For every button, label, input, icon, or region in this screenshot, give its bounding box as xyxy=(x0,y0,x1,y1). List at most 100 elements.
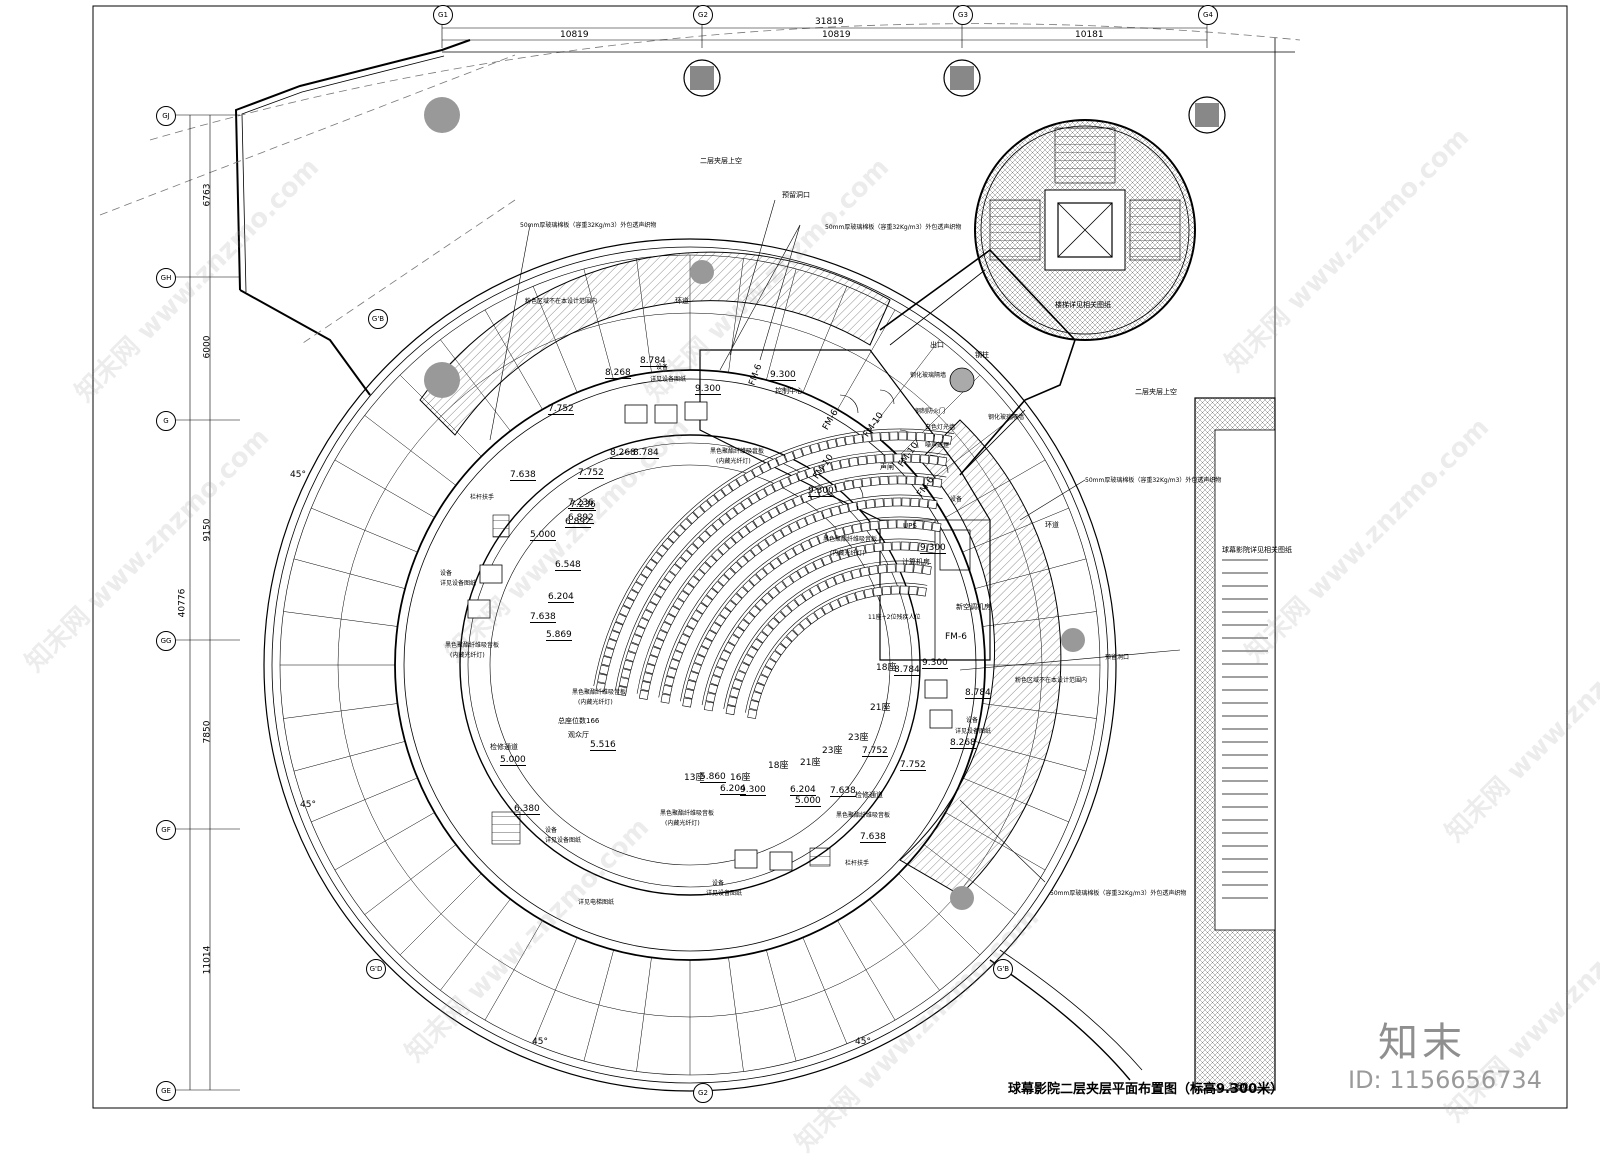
seat-row-step xyxy=(680,516,939,702)
equipment-label-2: 设备 xyxy=(440,570,453,577)
seat xyxy=(622,597,635,609)
seat xyxy=(895,563,905,573)
seat xyxy=(813,510,825,522)
axis-bubble: G1 xyxy=(433,5,453,25)
seat xyxy=(789,570,802,583)
angle-label: 45° xyxy=(290,470,306,480)
seat xyxy=(874,498,884,508)
upper-void-label-2: 二层夹层上空 xyxy=(1135,388,1177,396)
railing-label-2: 栏杆扶手 xyxy=(845,860,870,867)
speaker-note-4: 黑色聚酯纤维吸音板 xyxy=(572,689,627,696)
seat xyxy=(709,622,722,634)
seat xyxy=(846,546,858,558)
seat xyxy=(756,674,769,686)
seat xyxy=(804,562,817,574)
elevation-mark: 5.000 xyxy=(500,755,526,766)
seat xyxy=(817,532,829,544)
seat xyxy=(658,578,671,591)
seat xyxy=(872,586,883,597)
control-room-block xyxy=(699,349,991,661)
white-light-label: 白色灯光墙 xyxy=(925,424,956,431)
seat xyxy=(882,541,892,551)
seat xyxy=(727,696,738,707)
seat xyxy=(909,541,919,552)
seat xyxy=(769,650,782,663)
seat xyxy=(649,646,661,658)
axis-bubble: G'D xyxy=(366,959,386,979)
seat xyxy=(682,625,694,638)
seat xyxy=(753,682,765,694)
seat xyxy=(866,454,876,465)
row-label: 13座 xyxy=(684,773,705,783)
seat xyxy=(844,435,855,446)
seat xyxy=(906,475,916,485)
seat xyxy=(838,549,849,560)
seat xyxy=(776,502,788,515)
axis-bubble: G xyxy=(156,411,176,431)
seat xyxy=(809,442,821,454)
row-label: 21座 xyxy=(800,758,821,768)
seat xyxy=(806,612,819,625)
seat xyxy=(760,511,773,523)
seat xyxy=(812,558,825,570)
seat xyxy=(913,564,923,574)
seat xyxy=(668,605,680,618)
roof-radial-line xyxy=(283,703,398,719)
seat xyxy=(711,549,724,562)
seat xyxy=(861,477,872,487)
seat xyxy=(666,667,678,679)
seat xyxy=(743,549,756,562)
axis-bubble: GG xyxy=(156,631,176,651)
seat xyxy=(774,643,787,656)
seat xyxy=(622,659,634,671)
equipment-sub-3: 详见设备图纸 xyxy=(545,837,582,844)
seat xyxy=(788,473,800,485)
seat xyxy=(914,520,924,530)
seat-row-step xyxy=(745,582,928,713)
seat xyxy=(856,500,867,511)
seat xyxy=(662,684,673,696)
square-columns xyxy=(683,59,1226,393)
seat xyxy=(697,645,709,658)
seat xyxy=(855,544,866,556)
seat xyxy=(705,524,718,537)
seat xyxy=(686,511,699,525)
seat xyxy=(911,453,921,463)
seat xyxy=(742,653,754,666)
angle-label: 45° xyxy=(855,1037,871,1047)
seat xyxy=(773,611,786,624)
dim-top-seg-1: 10819 xyxy=(560,30,589,40)
floor-plan-canvas xyxy=(92,5,1568,1109)
elevation-mark: 5.000 xyxy=(795,796,821,807)
elevation-mark: 9.300 xyxy=(920,543,946,554)
seat-row-step xyxy=(723,560,932,709)
angle-label: 45° xyxy=(532,1037,548,1047)
insulation-note-4: 50mm厚玻璃棉板（容重32Kg/m3）外包透声织物 xyxy=(1050,890,1187,897)
elevation-mark: 7.236 xyxy=(568,498,594,509)
seat xyxy=(725,507,738,520)
reserved-opening-label-2: 预留洞口 xyxy=(1105,654,1130,661)
drawing-title: 球幕影院二层夹层平面布置图（标高9.300米） xyxy=(1008,1082,1284,1097)
seat xyxy=(626,589,639,601)
seat xyxy=(723,567,736,580)
seat xyxy=(834,481,846,493)
seat xyxy=(878,520,888,530)
dim-left-seg-5: 11014 xyxy=(202,945,213,975)
roof-radial-line xyxy=(334,812,435,871)
seat xyxy=(825,529,837,541)
elevation-mark: 6.548 xyxy=(555,560,581,571)
seat xyxy=(642,672,653,683)
stair-flight-top xyxy=(1054,127,1116,184)
elevation-mark: 6.380 xyxy=(514,804,540,815)
axis-bubble: G3 xyxy=(953,5,973,25)
seat xyxy=(698,562,711,575)
seat xyxy=(817,580,829,593)
seat xyxy=(870,476,880,486)
ring-road-label-2: 环道 xyxy=(1045,521,1059,529)
seat xyxy=(792,543,805,556)
insulation-note-2: 50mm厚玻璃棉板（容重32Kg/m3）外包透声织物 xyxy=(825,224,962,231)
seat xyxy=(784,547,797,560)
seat xyxy=(902,453,912,463)
seat xyxy=(896,519,906,529)
elevation-mark: 7.638 xyxy=(510,470,536,481)
